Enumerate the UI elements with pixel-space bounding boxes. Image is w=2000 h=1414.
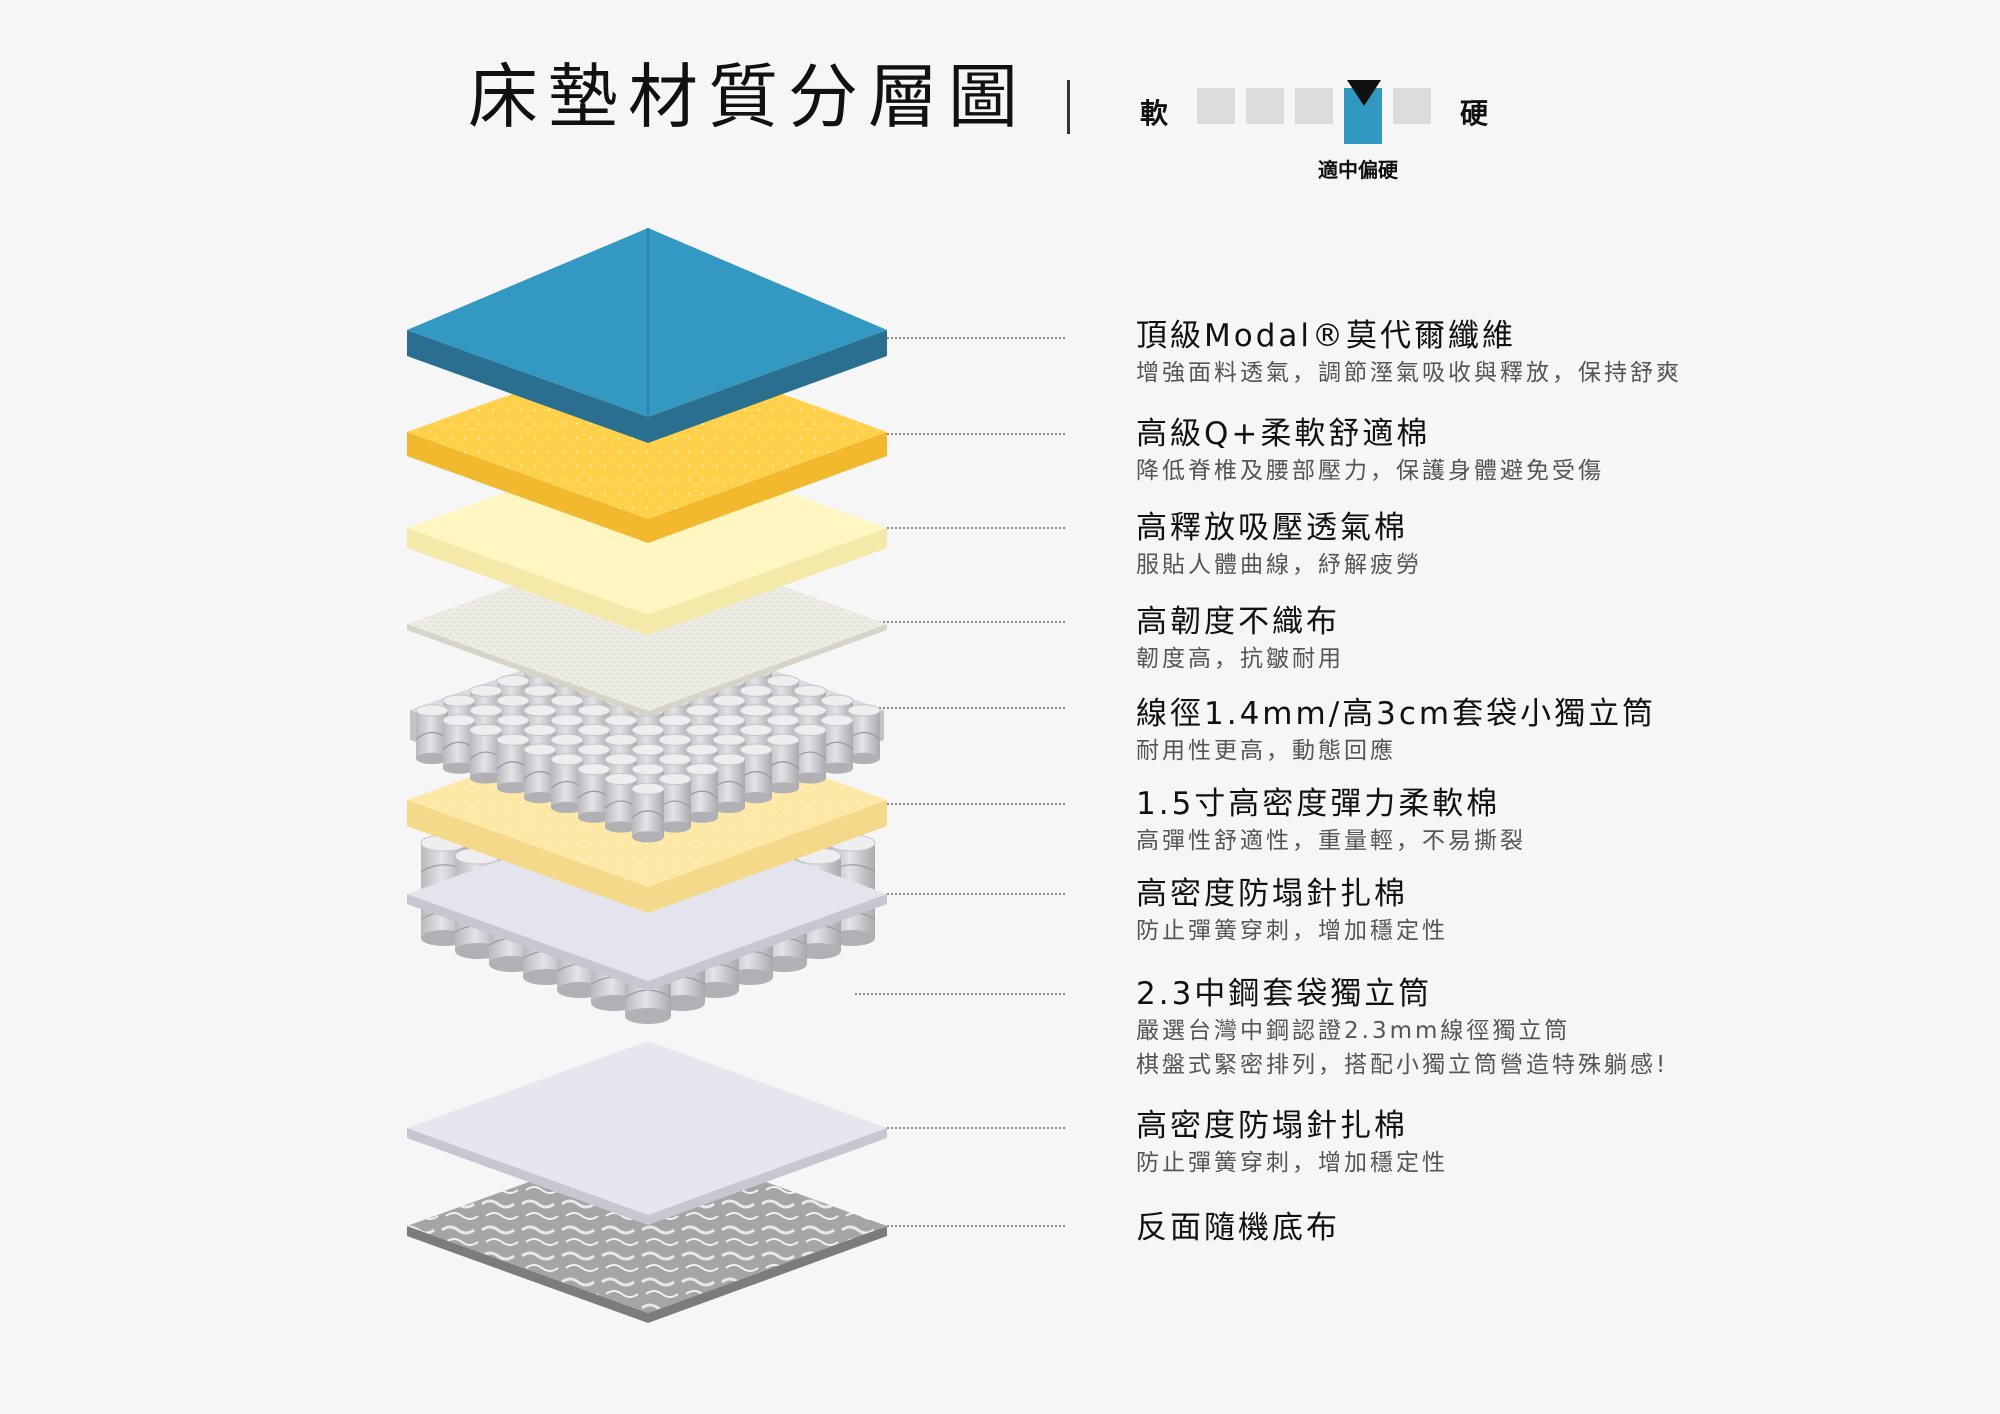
layer-label-3: 高釋放吸壓透氣棉 服貼人體曲線，紓解疲勞	[1136, 508, 1976, 582]
firmness-box-3	[1295, 88, 1333, 124]
leader-lines	[855, 337, 1066, 1227]
firmness-soft-label: 軟	[1140, 97, 1169, 130]
layer-name: 高級Q+柔軟舒適棉	[1136, 416, 1431, 452]
coil-icon	[469, 723, 503, 784]
coil-icon	[604, 772, 638, 833]
coil-icon	[523, 743, 557, 804]
coil-icon	[685, 763, 719, 823]
layer-desc: 嚴選台灣中鋼認證2.3mm線徑獨立筒	[1136, 1018, 1571, 1044]
coil-icon	[793, 723, 827, 784]
firmness-pointer-icon	[1347, 80, 1381, 106]
layer-label-1: 頂級Modal®莫代爾纖維 增強面料透氣，調節溼氣吸收與釋放，保持舒爽	[1136, 316, 1976, 390]
layer-name: 頂級Modal®莫代爾纖維	[1136, 318, 1516, 354]
layer-name: 高密度防塌針扎棉	[1136, 1108, 1408, 1144]
coil-icon	[847, 704, 881, 765]
firmness-box-1	[1197, 88, 1235, 124]
layer-desc: 耐用性更高，動態回應	[1136, 738, 1396, 764]
title-divider	[1067, 80, 1070, 134]
coil-icon	[631, 782, 665, 843]
coil-icon	[496, 733, 530, 794]
layer-label-10: 反面隨機底布	[1136, 1208, 1976, 1248]
firmness-box-5	[1393, 88, 1431, 124]
layer-desc: 服貼人體曲線，紓解疲勞	[1136, 552, 1422, 578]
layer-label-8: 2.3中鋼套袋獨立筒 嚴選台灣中鋼認證2.3mm線徑獨立筒 棋盤式緊密排列，搭配…	[1136, 974, 1976, 1082]
layer-label-2: 高級Q+柔軟舒適棉 降低脊椎及腰部壓力，保護身體避免受傷	[1136, 414, 1976, 488]
coil-icon	[739, 743, 773, 804]
layer-name: 高韌度不織布	[1136, 604, 1340, 640]
page-title: 床墊材質分層圖	[468, 56, 1028, 138]
layer-label-7: 高密度防塌針扎棉 防止彈簧穿刺，增加穩定性	[1136, 874, 1976, 948]
layer-desc: 高彈性舒適性，重量輕，不易撕裂	[1136, 828, 1526, 854]
coil-icon	[658, 772, 692, 833]
layer-desc: 降低脊椎及腰部壓力，保護身體避免受傷	[1136, 458, 1604, 484]
coil-icon	[820, 714, 854, 774]
coil-icon	[577, 763, 611, 823]
coil-icon	[712, 753, 746, 814]
layer-desc: 防止彈簧穿刺，增加穩定性	[1136, 918, 1448, 944]
layer-desc: 韌度高，抗皺耐用	[1136, 646, 1344, 672]
firmness-box-2	[1246, 88, 1284, 124]
firmness-hard-label: 硬	[1460, 97, 1489, 130]
layer-label-5: 線徑1.4mm/高3cm套袋小獨立筒 耐用性更高，動態回應	[1136, 694, 1976, 768]
layer-name: 高釋放吸壓透氣棉	[1136, 510, 1408, 546]
layer-name: 高密度防塌針扎棉	[1136, 876, 1408, 912]
layer-desc: 防止彈簧穿刺，增加穩定性	[1136, 1150, 1448, 1176]
firmness-caption: 適中偏硬	[1318, 158, 1398, 182]
layer-name: 線徑1.4mm/高3cm套袋小獨立筒	[1136, 696, 1657, 732]
layer-name: 反面隨機底布	[1136, 1210, 1340, 1246]
layer-label-9: 高密度防塌針扎棉 防止彈簧穿刺，增加穩定性	[1136, 1106, 1976, 1180]
coil-icon	[442, 714, 476, 774]
layer-label-4: 高韌度不織布 韌度高，抗皺耐用	[1136, 602, 1976, 676]
layer-name: 1.5寸高密度彈力柔軟棉	[1136, 786, 1501, 822]
layer-desc: 增強面料透氣，調節溼氣吸收與釋放，保持舒爽	[1136, 360, 1682, 386]
layer-label-6: 1.5寸高密度彈力柔軟棉 高彈性舒適性，重量輕，不易撕裂	[1136, 784, 1976, 858]
coil-icon	[415, 704, 449, 765]
layer-bottom-cloth	[407, 1139, 887, 1323]
layer-needle-felt-2	[407, 1041, 887, 1225]
coil-icon	[550, 753, 584, 814]
layer-desc: 棋盤式緊密排列，搭配小獨立筒營造特殊躺感!	[1136, 1052, 1669, 1078]
layer-name: 2.3中鋼套袋獨立筒	[1136, 976, 1433, 1012]
layer-modal	[407, 228, 887, 443]
